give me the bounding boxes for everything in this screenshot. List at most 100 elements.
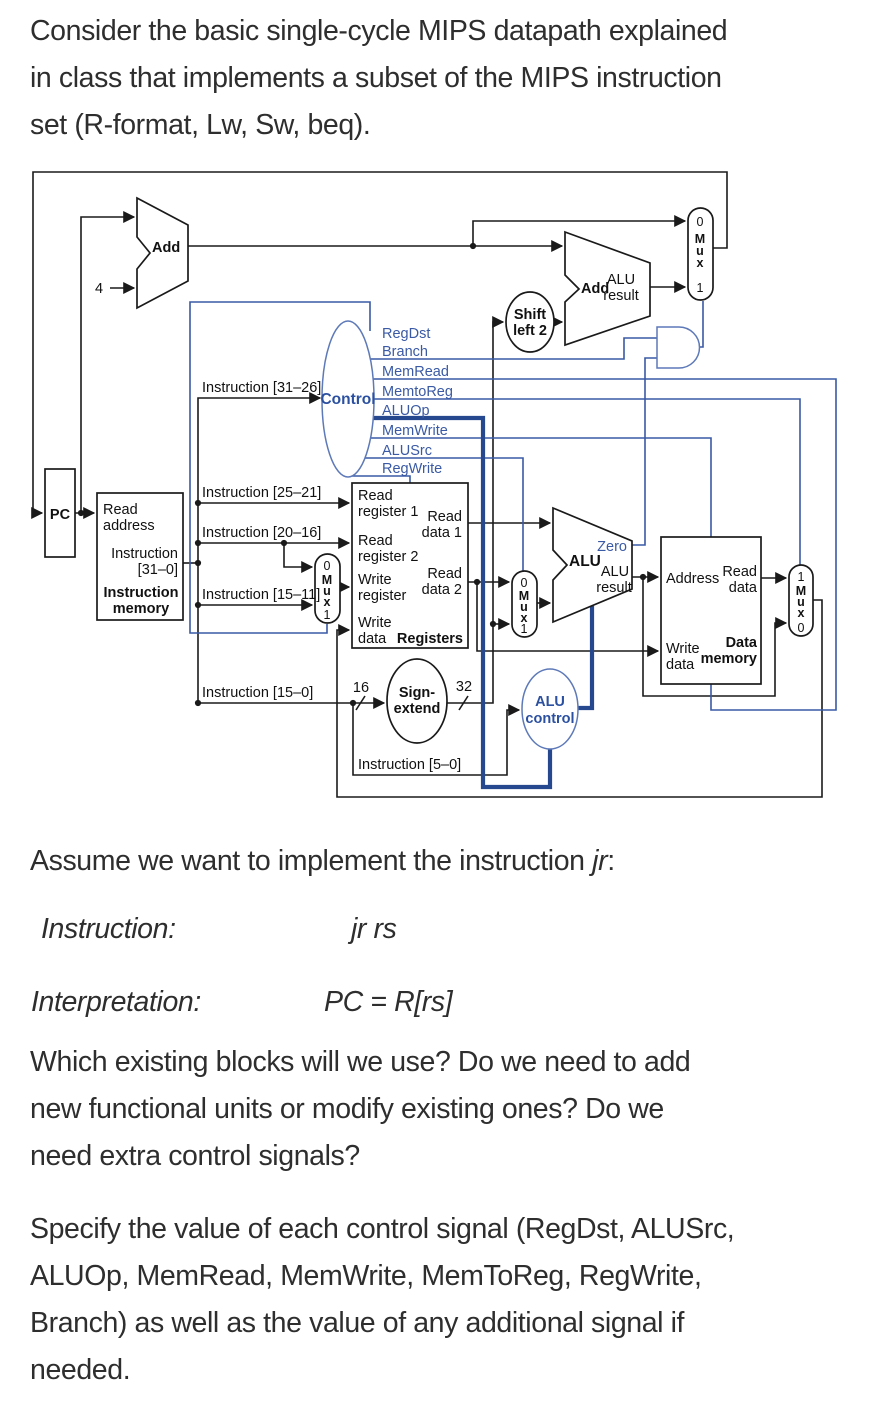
assume-colon: : xyxy=(607,845,615,877)
alu-labels: ALU Zero ALU result xyxy=(569,539,632,596)
pc-block xyxy=(44,468,76,558)
imem-name1-label: Instruction xyxy=(104,585,179,601)
pc-feedback-wire xyxy=(31,171,728,519)
control-signal-labels: RegDst Branch MemRead MemtoReg ALUOp Mem… xyxy=(382,326,453,477)
regdst-mux xyxy=(314,553,341,624)
mux-x: x xyxy=(521,611,528,625)
reg-wda: Write xyxy=(358,615,392,631)
width16-slash xyxy=(355,695,366,711)
mux-0: 0 xyxy=(798,621,805,635)
mux-0: 0 xyxy=(521,576,528,590)
alu-control-labels: ALU control xyxy=(525,694,574,727)
instruction-memory-labels: Read address Instruction [31–0] Instruct… xyxy=(103,502,178,617)
instruction-row-value: jr rs xyxy=(351,913,397,945)
memtoreg-mux xyxy=(788,564,814,637)
mux-1: 1 xyxy=(324,608,331,622)
shift-l2: left 2 xyxy=(513,323,547,339)
q2-line: ALUOp, MemRead, MemWrite, MemToReg, RegW… xyxy=(30,1260,702,1292)
alusrc-signal-wire xyxy=(364,457,524,571)
alu-name-label: ALU xyxy=(569,553,601,570)
alu-block xyxy=(552,506,633,624)
alucontrol-to-alu-wire xyxy=(577,606,595,711)
read-data2-to-dmem-wire xyxy=(476,582,660,657)
question1-paragraph: Which existing blocks will we use? Do we… xyxy=(30,1039,691,1180)
junction-dots xyxy=(77,242,647,707)
memtoreg-signal-wire xyxy=(373,398,801,565)
branch-adder xyxy=(564,230,651,347)
alu-res2: result xyxy=(596,580,631,596)
field-15-0-label: Instruction [15–0] xyxy=(202,685,313,701)
instruction-bus xyxy=(197,392,322,703)
writeback-wire xyxy=(336,599,823,798)
mux-m: M xyxy=(796,584,806,598)
regdst-label: RegDst xyxy=(382,326,430,342)
reg-rd1a: Read xyxy=(427,509,462,525)
instr-20-16-to-mux-wire xyxy=(283,543,314,573)
dmem-writedata-label: data xyxy=(666,657,695,673)
assume-jr: jr xyxy=(592,845,608,877)
mux-1: 1 xyxy=(798,570,805,584)
pc-plus4-to-mux-wire xyxy=(472,215,687,246)
mux-0: 0 xyxy=(324,559,331,573)
alu-res1: ALU xyxy=(601,564,629,580)
field-20-16-label: Instruction [20–16] xyxy=(202,525,321,541)
alu-control-oval xyxy=(521,668,579,750)
q1-line: need extra control signals? xyxy=(30,1140,360,1172)
mux-m: M xyxy=(519,589,529,603)
registers-name-label: Registers xyxy=(397,631,463,647)
mux-1: 1 xyxy=(697,281,704,295)
interpretation-row-label: Interpretation: xyxy=(31,986,201,1018)
pcsrc-mux-labels: 0 M u x 1 xyxy=(695,215,705,295)
pc-label: PC xyxy=(50,507,71,523)
zero-wire xyxy=(630,357,657,546)
reg-rr1a: Read xyxy=(358,488,393,504)
pcsrc-mux xyxy=(687,207,714,301)
alucontrol-l2: control xyxy=(525,711,574,727)
control-signal-wires xyxy=(189,301,837,790)
add2-label: Add xyxy=(581,281,609,297)
field-25-21-label: Instruction [25–21] xyxy=(202,485,321,501)
branch-label: Branch xyxy=(382,344,428,360)
add2-res1: ALU xyxy=(607,272,635,288)
dmem-address-label: Address xyxy=(666,571,719,587)
control-label: Control xyxy=(320,391,375,408)
reg-rd1b: data 1 xyxy=(422,525,462,541)
reg-wrb: register xyxy=(358,588,407,604)
alusrc-mux-labels: 0 M u x 1 xyxy=(519,576,529,636)
dmem-name2-label: memory xyxy=(701,651,757,667)
registers-block xyxy=(351,482,469,649)
mux-u: u xyxy=(323,584,331,598)
signext-to-shift-wire xyxy=(447,316,505,704)
mux-x: x xyxy=(798,606,805,620)
intro-line: set (R-format, Lw, Sw, beq). xyxy=(30,109,371,141)
and-to-pcsrc-mux-wire xyxy=(699,301,704,348)
imem-read-label: Read xyxy=(103,502,138,518)
memtoreg-mux-labels: 1 M u x 0 xyxy=(796,570,806,635)
signext-l2: extend xyxy=(394,701,441,717)
registers-labels: Read register 1 Read data 1 Read registe… xyxy=(358,488,463,647)
regdst-signal-wire xyxy=(189,301,371,634)
data-memory-labels: Address Read data Write data Data memory xyxy=(666,564,758,673)
mux-u: u xyxy=(520,600,528,614)
add1-label: Add xyxy=(152,240,180,256)
alucontrol-l1: ALU xyxy=(535,694,565,710)
shift-left2-oval xyxy=(505,291,555,353)
pc-to-add-wire xyxy=(80,211,136,513)
instr-5-0-wire xyxy=(352,703,521,776)
question2-paragraph: Specify the value of each control signal… xyxy=(30,1206,735,1394)
imem-instr-label: Instruction xyxy=(111,546,178,562)
instruction-memory-block xyxy=(96,492,184,621)
dmem-write-label: Write xyxy=(666,641,700,657)
q2-line: Branch) as well as the value of any addi… xyxy=(30,1307,685,1339)
reg-rd2a: Read xyxy=(427,566,462,582)
data-memory-block xyxy=(660,536,762,685)
mux-x: x xyxy=(697,256,704,270)
sign-extend-labels: Sign- extend 16 32 xyxy=(353,679,472,717)
field-31-26-label: Instruction [31–26] xyxy=(202,380,321,396)
mux-u: u xyxy=(797,595,805,609)
alu-result-to-mux-wire xyxy=(642,577,788,697)
field-15-11-label: Instruction [15–11] xyxy=(202,587,320,603)
shift-l1: Shift xyxy=(514,307,546,323)
alu-zero-label: Zero xyxy=(597,539,627,555)
